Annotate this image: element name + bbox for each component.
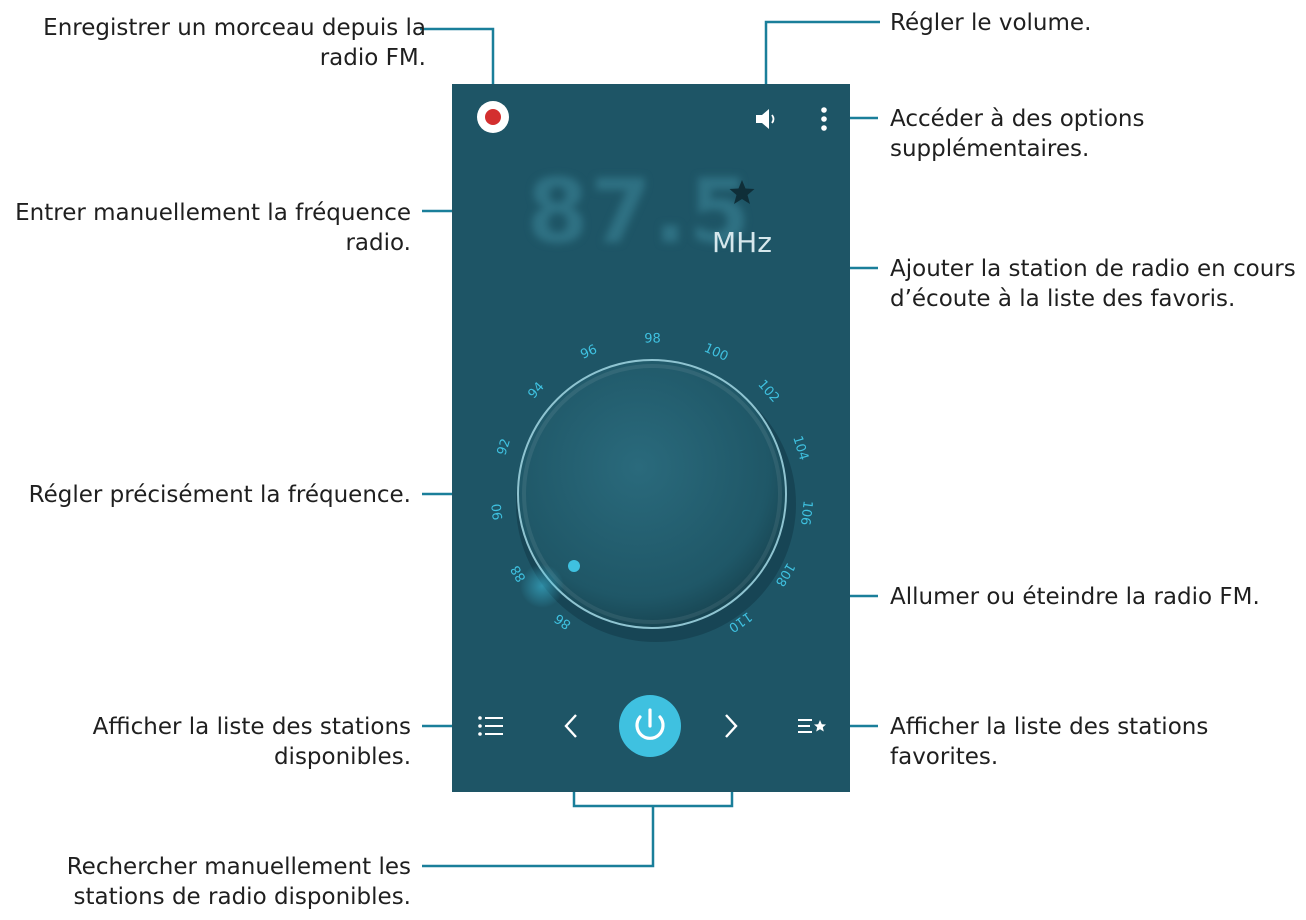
speaker-icon [756, 109, 775, 129]
volume-button[interactable] [752, 104, 782, 134]
chevron-right-icon [725, 714, 738, 738]
callout-frequency-entry: Entrer manuellement la fréquence radio. [15, 200, 411, 256]
dial-indicator-dot [568, 560, 580, 572]
dial-label: 100 [702, 341, 731, 365]
next-station-button[interactable] [716, 710, 746, 742]
dial-label: 96 [578, 342, 599, 362]
callout-record: Enregistrer un morceau depuis la radio F… [43, 15, 426, 71]
more-vert-icon [821, 107, 827, 131]
dial-label: 94 [525, 380, 547, 402]
dial-label: 88 [508, 562, 529, 584]
dial-label: 98 [644, 331, 661, 346]
dial-label: 92 [495, 437, 514, 457]
callout-power: Allumer ou éteindre la radio FM. [890, 584, 1260, 610]
dial-label: 104 [789, 434, 811, 462]
list-star-icon [798, 719, 826, 733]
dial-label: 90 [490, 503, 507, 521]
record-button[interactable] [476, 100, 510, 134]
list-icon [478, 716, 503, 736]
dial-label: 106 [797, 500, 815, 526]
dial-knob[interactable] [517, 359, 787, 629]
record-icon [477, 101, 509, 133]
callout-options: Accéder à des options supplémentaires. [890, 106, 1145, 162]
frequency-unit: MHz [712, 226, 772, 259]
callout-volume: Régler le volume. [890, 10, 1092, 36]
station-list-button[interactable] [472, 710, 508, 742]
favorite-button[interactable] [728, 178, 756, 206]
dial-glow [520, 564, 564, 608]
callout-favorites-list: Afficher la liste des stations favorites… [890, 714, 1209, 770]
power-icon [619, 695, 681, 757]
power-button[interactable] [618, 694, 682, 758]
star-icon [729, 180, 755, 204]
callout-search: Rechercher manuellement les stations de … [66, 854, 411, 910]
previous-station-button[interactable] [556, 710, 586, 742]
more-options-button[interactable] [814, 102, 834, 136]
callout-station-list: Afficher la liste des stations disponibl… [92, 714, 411, 770]
favorites-list-button[interactable] [794, 710, 830, 742]
frequency-display[interactable]: 87.5 [527, 160, 753, 263]
callout-fine-tune: Régler précisément la fréquence. [28, 482, 411, 508]
callout-favorite: Ajouter la station de radio en cours d’é… [890, 256, 1296, 312]
chevron-left-icon [564, 714, 577, 738]
dial-label: 102 [754, 377, 782, 406]
